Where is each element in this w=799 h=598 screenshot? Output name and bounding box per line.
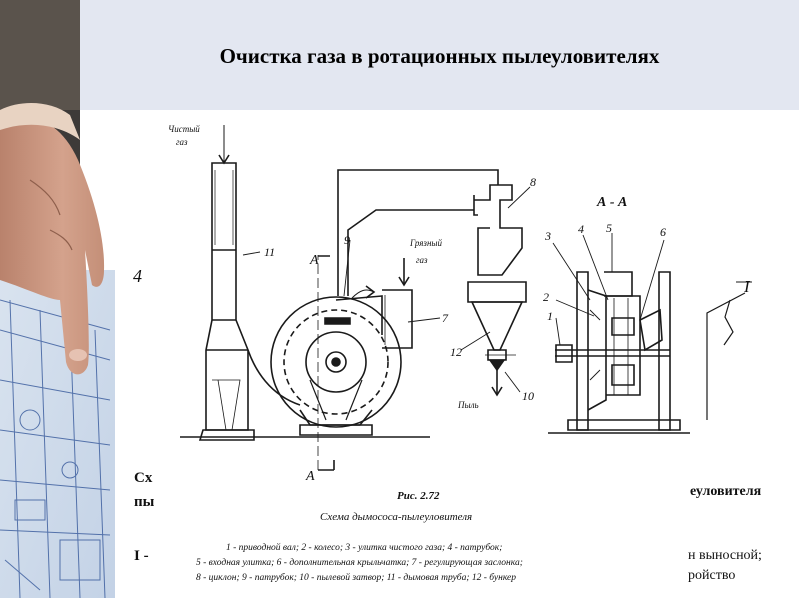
background-text-right-bottom: ройство	[688, 568, 736, 583]
background-text-left-bottom: I -	[134, 548, 149, 564]
background-text-left-mid: пы	[134, 494, 155, 510]
background-text-right-top: еуловителя	[690, 484, 762, 499]
part-label-2: 2	[543, 290, 549, 304]
part-label-12: 12	[450, 345, 462, 359]
figure-number: Рис. 2.72	[397, 490, 440, 502]
part-label-11: 11	[264, 245, 275, 259]
part-label-9: 9	[344, 233, 350, 247]
legend-line-2: 5 - входная улитка; 6 - дополнительная к…	[196, 558, 523, 568]
section-a-top-label: А	[309, 253, 319, 268]
part-label-4: 4	[578, 222, 584, 236]
clean-gas-label-2: газ	[176, 137, 188, 147]
cyclone	[474, 184, 523, 276]
legend-line-1: 1 - приводной вал; 2 - колесо; 3 - улитк…	[226, 543, 503, 553]
background-text-left-top: Сх	[134, 470, 153, 486]
hand-on-blueprint-image	[0, 0, 115, 598]
fan-volute	[270, 296, 402, 428]
dirty-gas-label-1: Грязный	[409, 238, 443, 248]
clean-gas-label-1: Чистый	[168, 124, 200, 134]
part-label-1: 1	[547, 309, 553, 323]
dirty-gas-label-2: газ	[416, 255, 428, 265]
section-a-bottom-label: А	[305, 469, 315, 484]
background-text-right-mid: н выносной;	[688, 548, 762, 563]
part-label-7: 7	[442, 311, 449, 325]
part-label-5: 5	[606, 221, 612, 235]
part-label-6: 6	[660, 225, 666, 239]
dust-label: Пыль	[457, 400, 479, 410]
section-view-label: А - А	[596, 195, 627, 210]
title-banner: Очистка газа в ротационных пылеуловителя…	[80, 0, 799, 110]
figure-title: Схема дымососа-пылеуловителя	[320, 511, 473, 523]
figure-right-mark: I	[743, 277, 751, 296]
chimney-pipe	[205, 162, 249, 431]
figure-left-number: 4	[133, 266, 142, 286]
dust-collector-diagram: Чистый газ Грязный газ Пыль А А А - А 4 …	[133, 124, 752, 484]
part-label-3: 3	[544, 229, 551, 243]
slide-title: Очистка газа в ротационных пылеуловителя…	[219, 44, 660, 68]
part-label-10: 10	[522, 389, 534, 403]
part-label-8: 8	[530, 175, 536, 189]
legend-line-3: 8 - циклон; 9 - патрубок; 10 - пылевой з…	[196, 573, 517, 583]
